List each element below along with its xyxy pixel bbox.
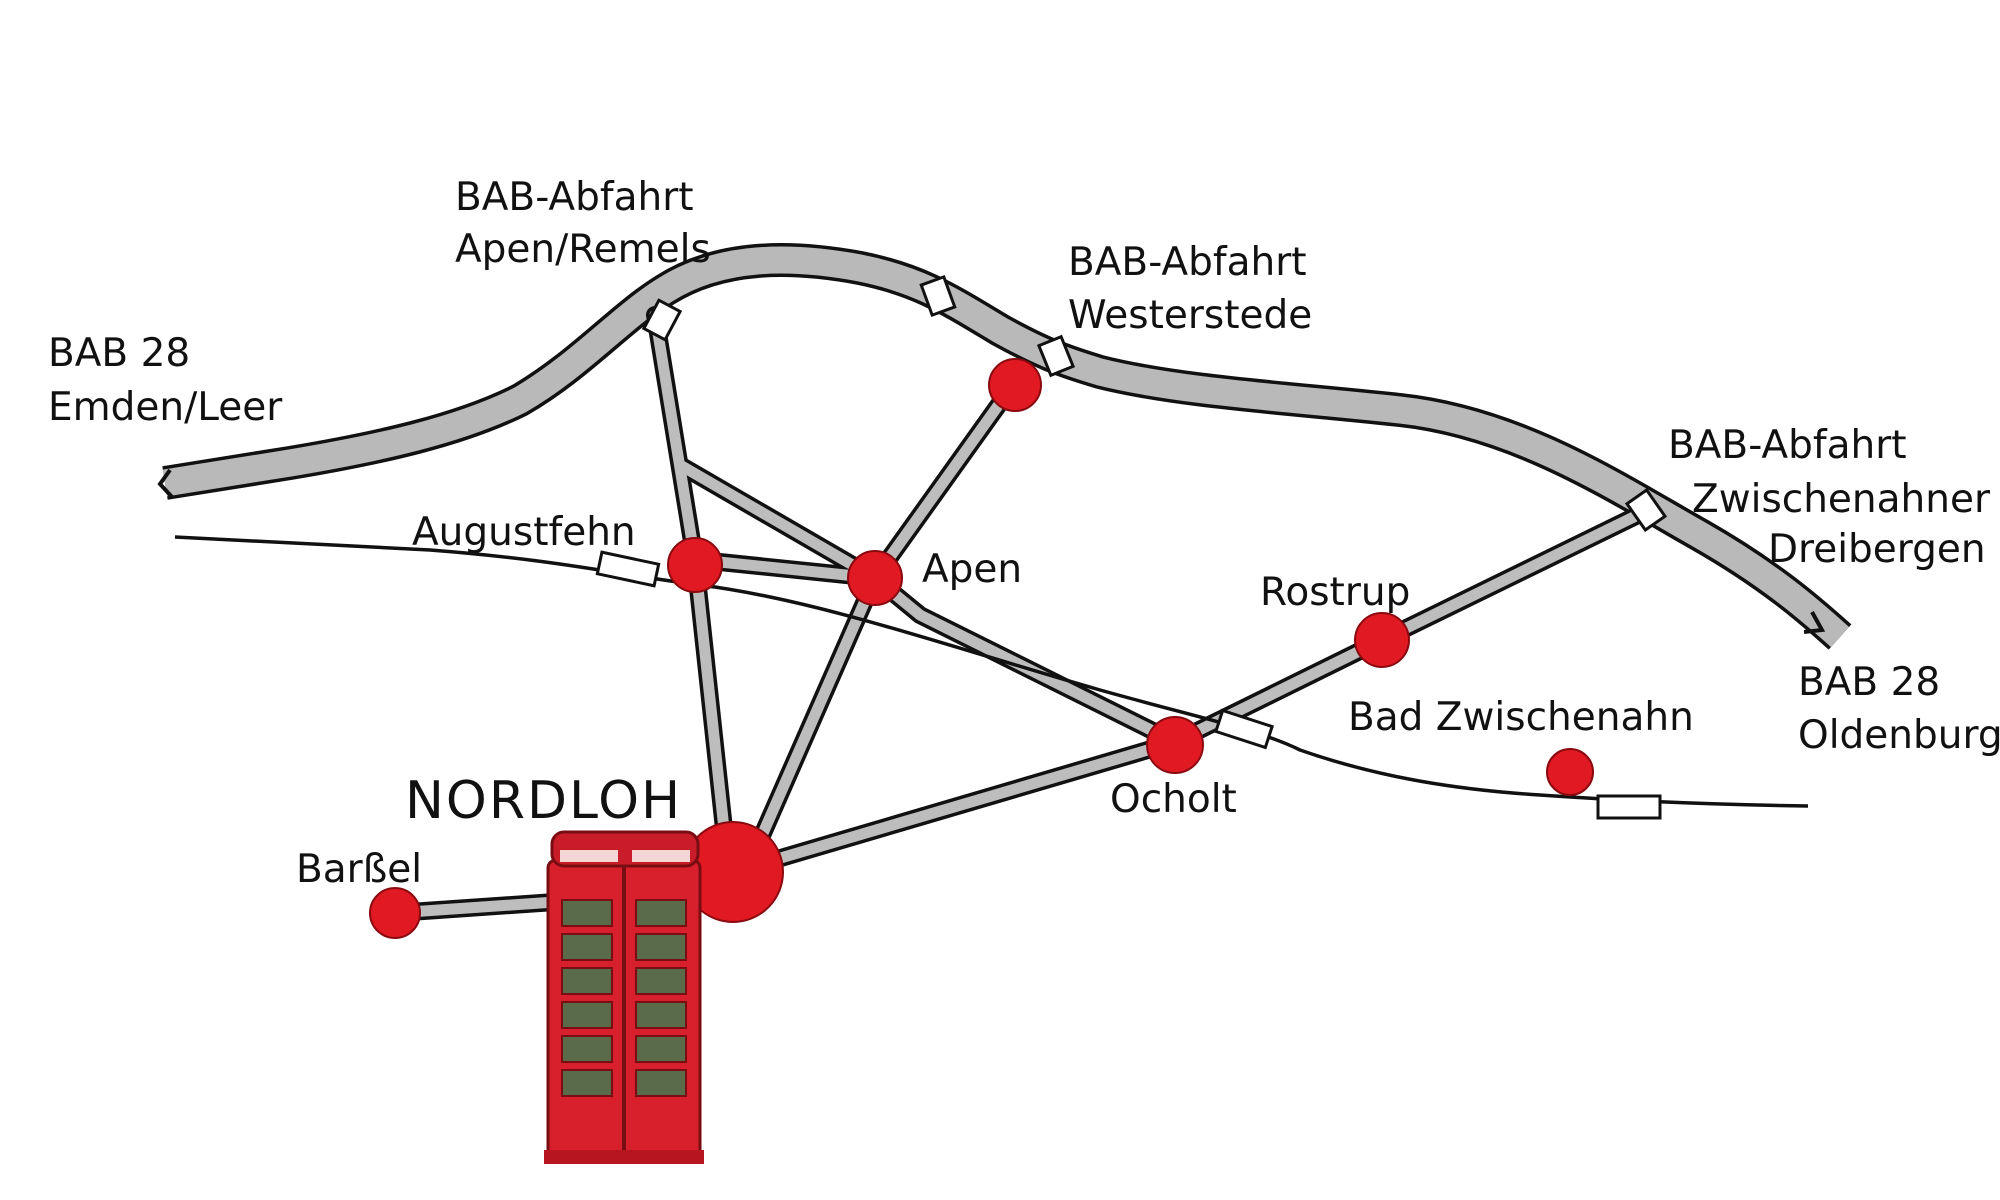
label-bab28-west-1: BAB 28 xyxy=(48,331,190,376)
label-bab28-east-2: Oldenburg xyxy=(1798,713,2000,758)
label-bab28-east-1: BAB 28 xyxy=(1798,660,1940,705)
label-exit-zwischenahn-1: BAB-Abfahrt xyxy=(1668,423,1907,468)
label-augustfehn: Augustfehn xyxy=(412,510,636,555)
motorway-arrow-west-icon xyxy=(157,468,174,499)
motorway-bab28 xyxy=(157,243,1852,650)
station-bad-zwischenahn-icon xyxy=(1596,794,1662,820)
label-apen: Apen xyxy=(922,547,1022,592)
town-marker-augustfehn xyxy=(667,537,723,593)
label-ocholt: Ocholt xyxy=(1110,777,1237,822)
label-bad-zwischenahn: Bad Zwischenahn xyxy=(1348,695,1694,740)
red-telephone-box-icon xyxy=(544,830,704,1164)
label-exit-zwischenahn-3: Dreibergen xyxy=(1768,527,1986,572)
town-marker-rostrup xyxy=(1354,612,1410,668)
label-nordloh: NORDLOH xyxy=(405,771,682,831)
town-marker-westerstede xyxy=(988,358,1042,412)
town-marker-apen xyxy=(847,550,903,606)
town-marker-barssel xyxy=(369,887,421,939)
railway-line xyxy=(174,535,1809,820)
label-exit-zwischenahn-2: Zwischenahner xyxy=(1692,477,1991,522)
label-rostrup: Rostrup xyxy=(1260,570,1410,615)
town-marker-ocholt xyxy=(1146,716,1204,774)
station-augustfehn-icon xyxy=(595,550,661,588)
label-exit-apen-1: BAB-Abfahrt xyxy=(455,175,694,220)
label-bab28-west-2: Emden/Leer xyxy=(48,385,283,430)
map-labels: BAB 28 Emden/Leer BAB-Abfahrt Apen/Remel… xyxy=(48,175,2000,892)
exit-westerstede-icon xyxy=(1036,334,1076,378)
motorway-exits xyxy=(641,274,1668,533)
label-exit-westerstede-2: Westerstede xyxy=(1068,293,1312,338)
exit-marker-icon xyxy=(919,274,957,318)
motorway-arrow-east-icon xyxy=(1803,611,1826,634)
town-markers xyxy=(369,358,1594,939)
label-barssel: Barßel xyxy=(296,847,422,892)
label-exit-apen-2: Apen/Remels xyxy=(455,227,711,272)
town-marker-bad-zwischenahn xyxy=(1546,748,1594,796)
station-ocholt-icon xyxy=(1213,708,1275,750)
exit-zwischenahn-icon xyxy=(1624,487,1668,533)
exit-apen-icon xyxy=(641,298,683,342)
label-exit-westerstede-1: BAB-Abfahrt xyxy=(1068,240,1307,285)
